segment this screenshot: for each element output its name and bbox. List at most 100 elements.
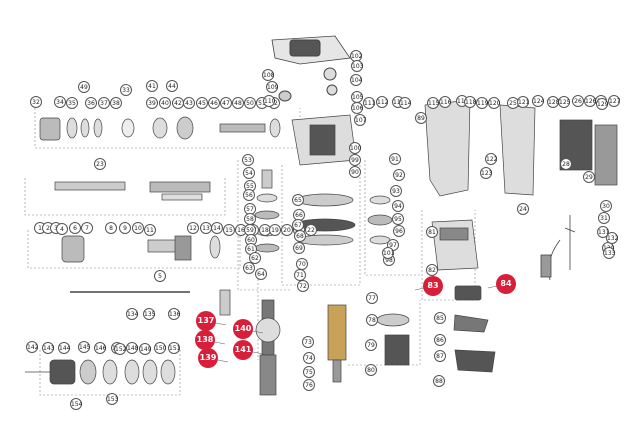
- part-callout-103[interactable]: 103: [351, 60, 363, 72]
- part-callout-10[interactable]: 10: [132, 222, 144, 234]
- part-callout-57[interactable]: 57: [244, 203, 256, 215]
- part-callout-20[interactable]: 20: [281, 224, 293, 236]
- part-callout-44[interactable]: 44: [166, 80, 178, 92]
- part-callout-33[interactable]: 33: [120, 84, 132, 96]
- part-callout-74[interactable]: 74: [303, 352, 315, 364]
- part-callout-146[interactable]: 146: [94, 342, 106, 354]
- part-callout-89[interactable]: 89: [415, 112, 427, 124]
- part-callout-30[interactable]: 30: [600, 200, 612, 212]
- part-callout-152[interactable]: 152: [114, 343, 126, 355]
- part-callout-93[interactable]: 93: [390, 185, 402, 197]
- part-callout-35[interactable]: 35: [66, 97, 78, 109]
- part-callout-41[interactable]: 41: [146, 80, 158, 92]
- part-callout-150[interactable]: 150: [154, 342, 166, 354]
- highlighted-part-callout-83[interactable]: 83: [423, 276, 443, 296]
- part-callout-49[interactable]: 49: [78, 81, 90, 93]
- part-callout-28[interactable]: 28: [560, 158, 572, 170]
- part-callout-31[interactable]: 31: [598, 212, 610, 224]
- part-callout-24[interactable]: 24: [517, 203, 529, 215]
- part-callout-104[interactable]: 104: [350, 74, 362, 86]
- part-callout-153[interactable]: 153: [106, 393, 118, 405]
- part-callout-6[interactable]: 6: [69, 222, 81, 234]
- part-callout-69[interactable]: 69: [293, 242, 305, 254]
- part-callout-39[interactable]: 39: [146, 97, 158, 109]
- part-callout-115[interactable]: 115: [427, 97, 439, 109]
- part-callout-135[interactable]: 135: [143, 308, 155, 320]
- part-callout-86[interactable]: 86: [434, 334, 446, 346]
- part-callout-122[interactable]: 122: [485, 153, 497, 165]
- part-callout-123[interactable]: 123: [480, 167, 492, 179]
- highlighted-part-callout-141[interactable]: 141: [233, 340, 253, 360]
- part-callout-64[interactable]: 64: [255, 268, 267, 280]
- part-callout-8[interactable]: 8: [105, 222, 117, 234]
- part-callout-132[interactable]: 132: [606, 232, 618, 244]
- part-callout-12[interactable]: 12: [187, 222, 199, 234]
- part-callout-7[interactable]: 7: [81, 222, 93, 234]
- part-callout-118[interactable]: 118: [464, 96, 476, 108]
- part-callout-143[interactable]: 143: [42, 342, 54, 354]
- part-callout-148[interactable]: 148: [126, 342, 138, 354]
- part-callout-54[interactable]: 54: [243, 167, 255, 179]
- part-callout-58[interactable]: 58: [244, 213, 256, 225]
- part-callout-47[interactable]: 47: [220, 97, 232, 109]
- part-callout-43[interactable]: 43: [183, 97, 195, 109]
- part-callout-120[interactable]: 120: [488, 97, 500, 109]
- part-callout-22[interactable]: 22: [305, 224, 317, 236]
- part-callout-38[interactable]: 38: [110, 97, 122, 109]
- highlighted-part-callout-139[interactable]: 139: [198, 348, 218, 368]
- part-callout-56[interactable]: 56: [243, 189, 255, 201]
- part-callout-40[interactable]: 40: [159, 97, 171, 109]
- part-callout-76[interactable]: 76: [303, 379, 315, 391]
- part-callout-68[interactable]: 68: [294, 230, 306, 242]
- part-callout-82[interactable]: 82: [426, 264, 438, 276]
- part-callout-107[interactable]: 107: [354, 114, 366, 126]
- highlighted-part-callout-137[interactable]: 137: [196, 311, 216, 331]
- part-callout-136[interactable]: 136: [168, 308, 180, 320]
- part-callout-121[interactable]: 121: [517, 96, 529, 108]
- part-callout-144[interactable]: 144: [58, 342, 70, 354]
- part-callout-87[interactable]: 87: [434, 350, 446, 362]
- part-callout-100[interactable]: 100: [349, 142, 361, 154]
- part-callout-77[interactable]: 77: [366, 292, 378, 304]
- part-callout-142[interactable]: 142: [26, 341, 38, 353]
- part-callout-110[interactable]: 110: [263, 95, 275, 107]
- part-callout-48[interactable]: 48: [232, 97, 244, 109]
- part-callout-90[interactable]: 90: [349, 166, 361, 178]
- part-callout-125[interactable]: 125: [558, 96, 570, 108]
- part-callout-50[interactable]: 50: [244, 97, 256, 109]
- part-callout-75[interactable]: 75: [303, 366, 315, 378]
- part-callout-5[interactable]: 5: [154, 270, 166, 282]
- part-callout-34[interactable]: 34: [54, 96, 66, 108]
- part-callout-92[interactable]: 92: [393, 169, 405, 181]
- part-callout-111[interactable]: 111: [363, 97, 375, 109]
- part-callout-78[interactable]: 78: [366, 314, 378, 326]
- part-callout-26[interactable]: 26: [572, 95, 584, 107]
- part-callout-73[interactable]: 73: [302, 336, 314, 348]
- part-callout-99[interactable]: 99: [349, 154, 361, 166]
- part-callout-19[interactable]: 19: [269, 224, 281, 236]
- part-callout-116[interactable]: 116: [439, 96, 451, 108]
- part-callout-91[interactable]: 91: [389, 153, 401, 165]
- highlighted-part-callout-138[interactable]: 138: [195, 330, 215, 350]
- part-callout-63[interactable]: 63: [243, 262, 255, 274]
- part-callout-128[interactable]: 128: [547, 96, 559, 108]
- part-callout-106[interactable]: 106: [351, 102, 363, 114]
- part-callout-108[interactable]: 108: [262, 69, 274, 81]
- part-callout-65[interactable]: 65: [292, 194, 304, 206]
- part-callout-129[interactable]: 129: [596, 98, 608, 110]
- part-callout-95[interactable]: 95: [392, 213, 404, 225]
- part-callout-72[interactable]: 72: [297, 280, 309, 292]
- part-callout-81[interactable]: 81: [426, 226, 438, 238]
- part-callout-9[interactable]: 9: [119, 222, 131, 234]
- part-callout-36[interactable]: 36: [85, 97, 97, 109]
- part-callout-79[interactable]: 79: [365, 339, 377, 351]
- part-callout-23[interactable]: 23: [94, 158, 106, 170]
- part-callout-11[interactable]: 11: [144, 224, 156, 236]
- part-callout-96[interactable]: 96: [393, 225, 405, 237]
- part-callout-114[interactable]: 114: [399, 97, 411, 109]
- part-callout-126[interactable]: 126: [584, 95, 596, 107]
- part-callout-45[interactable]: 45: [196, 97, 208, 109]
- part-callout-124[interactable]: 124: [532, 95, 544, 107]
- part-callout-119[interactable]: 119: [476, 97, 488, 109]
- part-callout-46[interactable]: 46: [208, 97, 220, 109]
